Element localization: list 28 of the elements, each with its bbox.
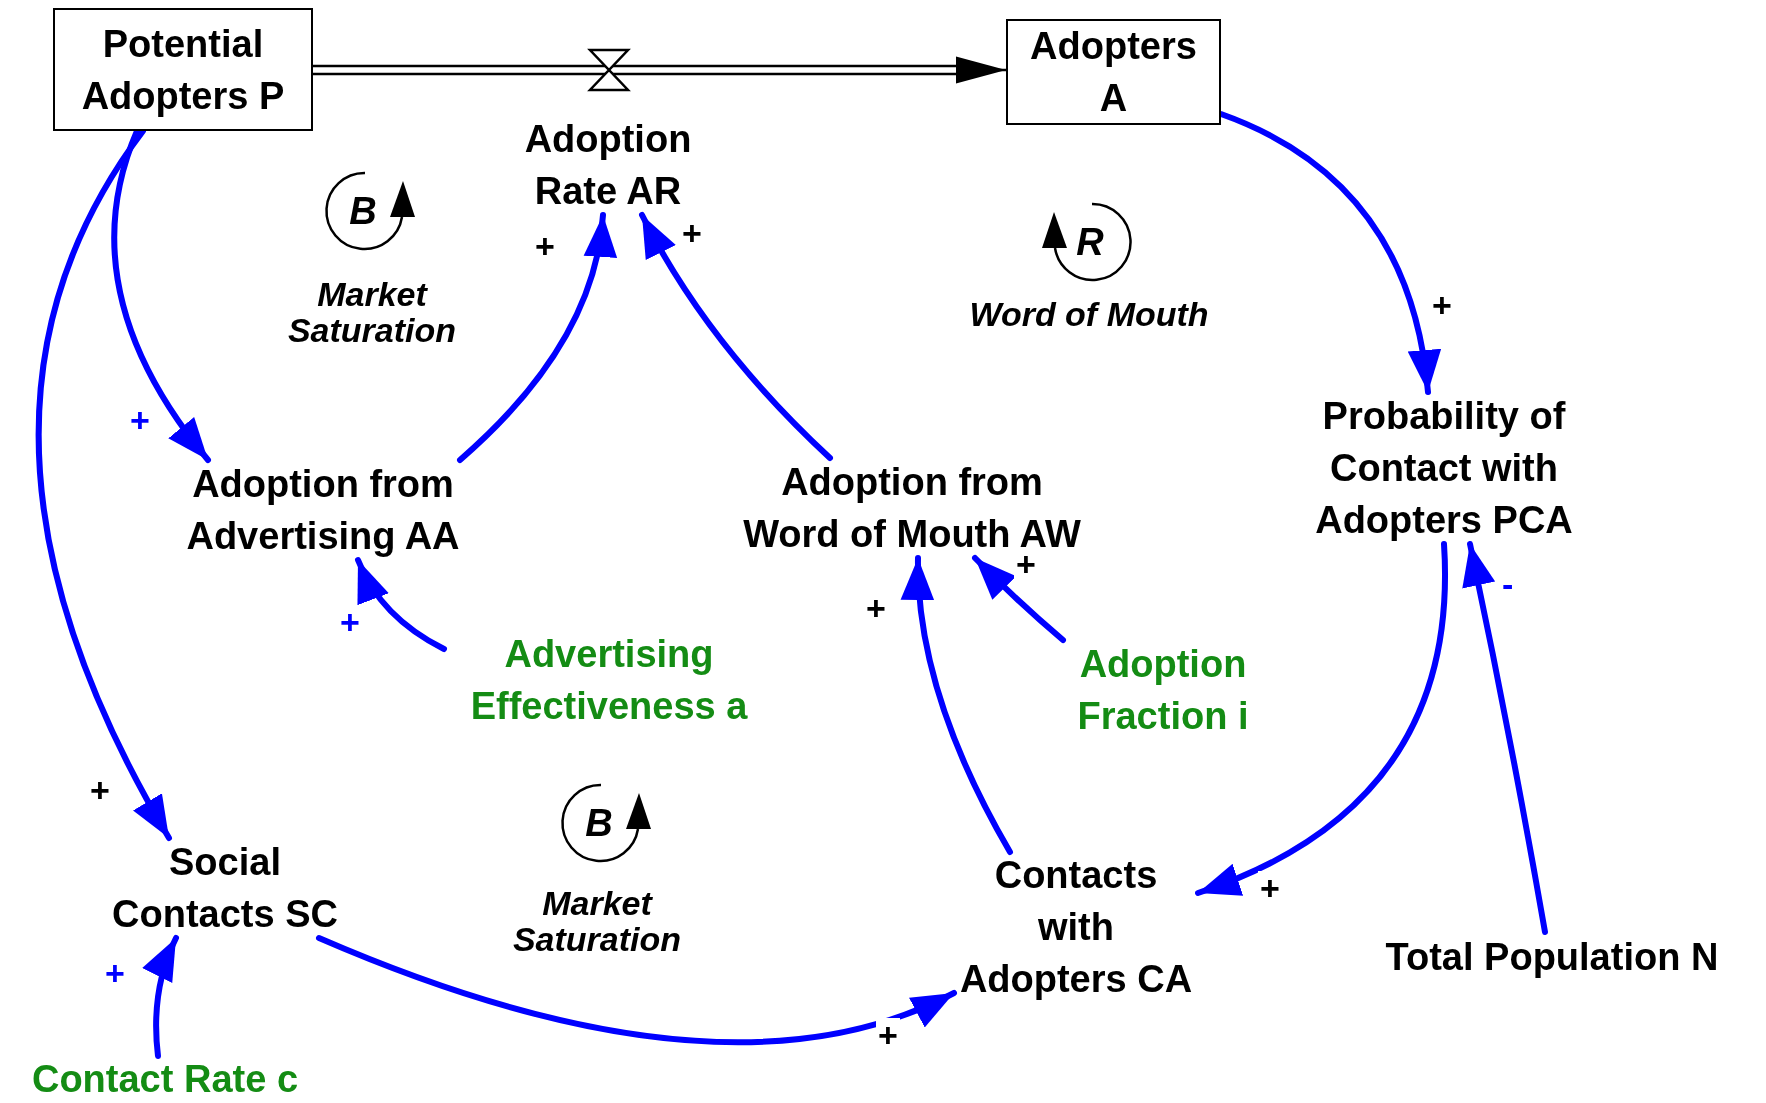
causal-arrow (316, 935, 957, 1046)
stock-box (53, 8, 313, 131)
variable-name: Social Contacts SC (111, 840, 339, 937)
causal-arrow (1195, 541, 1448, 896)
variable-name: Adoption from Advertising AA (185, 462, 461, 559)
loop-type: B (348, 191, 378, 231)
constant-name: Advertising Effectiveness a (469, 632, 749, 729)
loop-name: Word of Mouth (968, 296, 1210, 332)
stock-name: Potential Adopters P (80, 21, 286, 119)
causal-arrow (1462, 541, 1548, 935)
causal-arrow (355, 557, 447, 652)
variable-name: Probability of Contact with Adopters PCA (1314, 394, 1574, 543)
causal-arrow (901, 555, 1013, 855)
loop-name: Market Saturation (286, 276, 458, 348)
constant-name: Adoption Fraction i (1076, 642, 1250, 739)
variable-name: Adoption Rate AR (523, 117, 693, 214)
causal-arrow (972, 555, 1066, 643)
causal-arrow (143, 935, 179, 1059)
loop-name: Market Saturation (511, 885, 683, 957)
variable-name: Contacts with Adopters CA (958, 853, 1194, 1002)
stock-name: Adopters A (1029, 24, 1198, 121)
variable-name: Total Population N (1385, 935, 1719, 980)
loop-type: B (584, 803, 614, 843)
constant-name: Contact Rate c (31, 1057, 299, 1102)
causal-arrow (457, 212, 616, 463)
causal-arrow (639, 212, 833, 461)
loop-type: R (1075, 222, 1105, 262)
stock-box (1006, 19, 1221, 125)
